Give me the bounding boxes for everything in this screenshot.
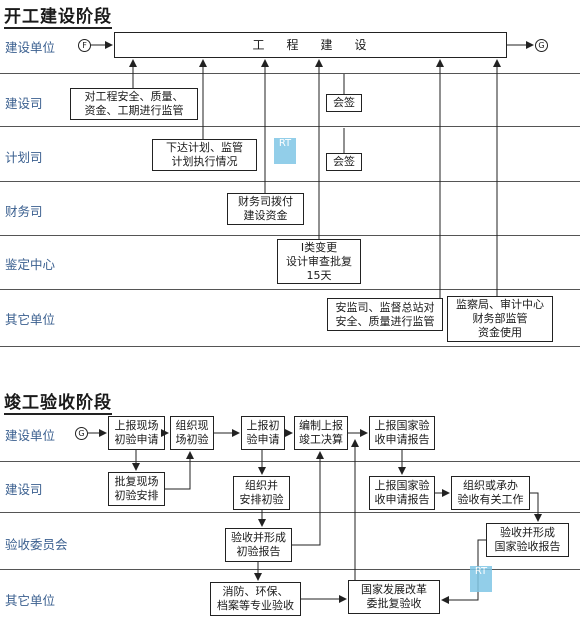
lane-label-acceptance-committee: 验收委员会 (5, 537, 68, 552)
box-construction-supervision: 对工程安全、质量、 资金、工期进行监管 (70, 88, 198, 120)
box-countersign-planning: 会签 (326, 153, 362, 171)
box-report-national-acceptance: 上报国家验 收申请报告 (369, 416, 435, 450)
lane-divider (0, 126, 580, 127)
box-report-preliminary-inspection: 上报初 验申请 (241, 416, 285, 450)
section2-title: 竣工验收阶段 (4, 393, 112, 415)
lane-label-construction-unit: 建设单位 (5, 40, 56, 55)
box-prepare-final-accounts: 编制上报 竣工决算 (294, 416, 348, 450)
box-special-acceptance: 消防、环保、 档案等专业验收 (210, 582, 301, 616)
lane-label-other-units-2: 其它单位 (5, 593, 56, 608)
lane-divider (0, 289, 580, 290)
box-finance-allocation: 财务司拨付 建设资金 (227, 193, 304, 225)
lane-divider (0, 512, 580, 513)
end-connector-g: G (535, 39, 548, 52)
lane-label-finance-dept: 财务司 (5, 204, 43, 219)
lane-divider (0, 181, 580, 182)
lane-label-other-units: 其它单位 (5, 312, 56, 327)
box-report-national-acceptance-2: 上报国家验 收申请报告 (369, 476, 435, 510)
lane-label-construction-unit-2: 建设单位 (5, 428, 56, 443)
box-organize-arrange-inspection: 组织并 安排初验 (233, 476, 290, 510)
box-design-review: I类变更 设计审查批复 15天 (277, 239, 361, 284)
box-initial-acceptance-report: 验收并形成 初验报告 (225, 528, 292, 562)
project-construction-box: 工程建设 (114, 32, 507, 58)
box-national-acceptance-report: 验收并形成 国家验收报告 (486, 523, 569, 557)
lane-divider (0, 569, 580, 570)
lane-label-planning-dept: 计划司 (5, 150, 43, 165)
box-ndrc-approval: 国家发展改革 委批复验收 (348, 580, 440, 614)
box-safety-quality-supervision: 安监司、监督总站对 安全、质量进行监管 (327, 298, 443, 331)
section1-title: 开工建设阶段 (4, 7, 112, 29)
lane-label-appraisal-center: 鉴定中心 (5, 257, 56, 272)
watermark-logo: RT (274, 138, 296, 164)
box-organize-initial-inspection: 组织现 场初验 (170, 416, 214, 450)
lane-divider (0, 346, 580, 347)
box-approve-initial-inspection: 批复现场 初验安排 (108, 472, 165, 506)
lane-divider (0, 461, 580, 462)
start-connector-f: F (78, 39, 91, 52)
box-organize-acceptance-work: 组织或承办 验收有关工作 (451, 476, 530, 510)
lane-divider (0, 73, 580, 74)
start-connector-g: G (75, 427, 88, 440)
watermark-logo: RT (470, 566, 492, 592)
box-audit-finance: 监察局、审计中心 财务部监管 资金使用 (447, 296, 553, 342)
lane-label-construction-dept-2: 建设司 (5, 482, 43, 497)
lane-label-construction-dept: 建设司 (5, 96, 43, 111)
box-countersign-construction: 会签 (326, 94, 362, 112)
box-report-initial-inspection: 上报现场 初验申请 (108, 416, 165, 450)
box-plan-supervision: 下达计划、监管 计划执行情况 (152, 139, 257, 171)
lane-divider (0, 235, 580, 236)
